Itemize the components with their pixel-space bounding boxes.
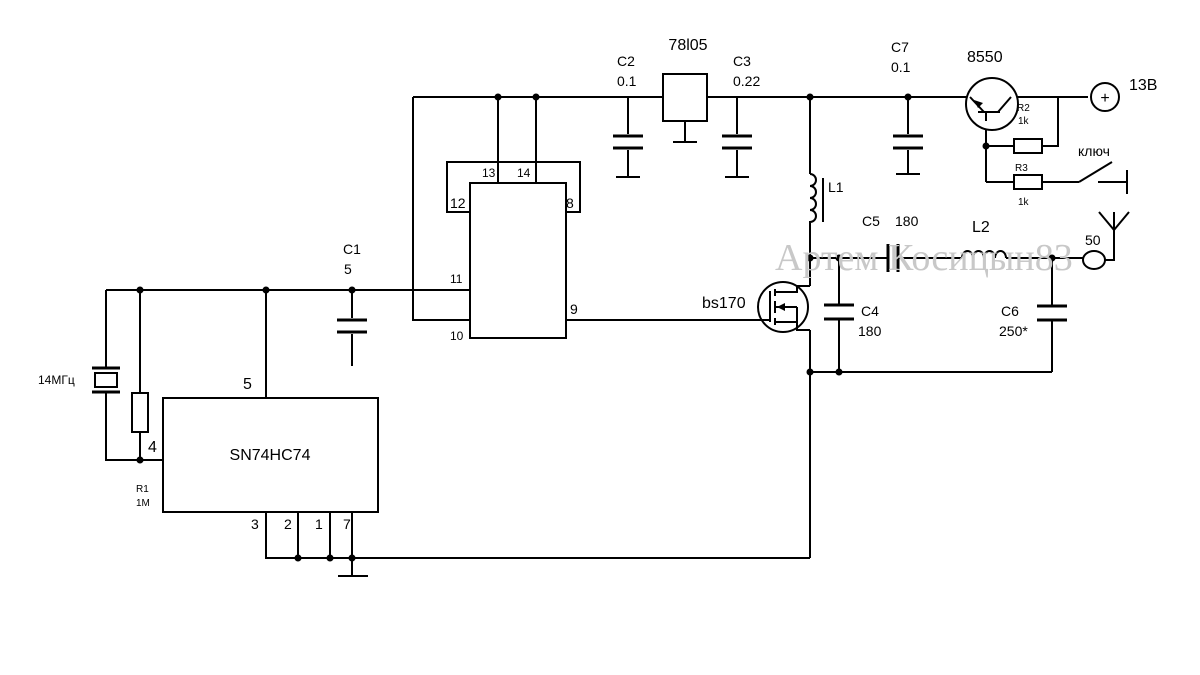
pin-12-label: 12 bbox=[450, 195, 466, 211]
flipflop-ic: SN74HC74 5 4 3 2 1 7 bbox=[148, 376, 379, 532]
junction-dots bbox=[136, 93, 1056, 562]
mosfet-bs170: bs170 bbox=[702, 281, 810, 333]
resistor-r3: R3 1k bbox=[1013, 163, 1043, 208]
pin-13-label: 13 bbox=[482, 166, 496, 180]
r2-value: 1k bbox=[1018, 116, 1030, 127]
r3-ref: R3 bbox=[1015, 163, 1028, 174]
resistor-r1: R1 1M bbox=[131, 392, 150, 509]
power-voltage: 13В bbox=[1129, 77, 1157, 94]
capacitor-c4: C4 180 bbox=[824, 303, 882, 339]
switch-label: ключ bbox=[1078, 143, 1110, 159]
power-terminal: + 13В bbox=[1090, 77, 1157, 112]
c2-value: 0.1 bbox=[617, 73, 637, 89]
power-plus-icon bbox=[1090, 82, 1120, 112]
pin-11-label: 11 bbox=[450, 272, 463, 286]
inductor-l1: L1 bbox=[809, 173, 844, 226]
counter-ic-body bbox=[469, 182, 567, 339]
r1-ref: R1 bbox=[136, 484, 149, 495]
pin-9-label: 9 bbox=[570, 301, 578, 317]
flipflop-ic-body bbox=[162, 397, 379, 513]
capacitor-c2: C2 0.1 bbox=[613, 53, 643, 178]
crystal-label: 14МГц bbox=[38, 373, 75, 387]
r3-value: 1k bbox=[1018, 197, 1030, 208]
mosfet-name: bs170 bbox=[702, 295, 746, 312]
pin-2-label: 2 bbox=[284, 516, 292, 532]
antenna-impedance: 50 bbox=[1085, 232, 1101, 248]
pin-7-label: 7 bbox=[343, 516, 351, 532]
c1-ref: C1 bbox=[343, 241, 361, 257]
capacitor-c3: C3 0.22 bbox=[722, 53, 760, 178]
counter-ic: 13 14 12 8 11 10 9 bbox=[450, 166, 578, 343]
capacitor-c6: C6 250* bbox=[999, 303, 1067, 339]
voltage-regulator: 78l05 bbox=[662, 37, 708, 143]
pin-5-label: 5 bbox=[243, 376, 252, 393]
c5-value: 180 bbox=[895, 213, 919, 229]
pin-3-label: 3 bbox=[251, 516, 259, 532]
c5-ref: C5 bbox=[862, 213, 880, 229]
r2-ref: R2 bbox=[1017, 103, 1030, 114]
c3-value: 0.22 bbox=[733, 73, 760, 89]
capacitor-c1: C1 5 bbox=[337, 241, 367, 366]
coax-connector bbox=[1082, 250, 1106, 270]
regulator-name: 78l05 bbox=[668, 37, 707, 54]
c4-ref: C4 bbox=[861, 303, 879, 319]
antenna-icon bbox=[1098, 211, 1130, 244]
c1-value: 5 bbox=[344, 261, 352, 277]
l1-ref: L1 bbox=[828, 179, 844, 195]
crystal: 14МГц bbox=[38, 366, 120, 394]
pin-1-label: 1 bbox=[315, 516, 323, 532]
switch: ключ bbox=[1078, 143, 1128, 194]
transistor-8550: 8550 bbox=[965, 49, 1019, 131]
pin-8-label: 8 bbox=[566, 195, 574, 211]
c4-value: 180 bbox=[858, 323, 882, 339]
pin-14-label: 14 bbox=[517, 166, 531, 180]
c3-ref: C3 bbox=[733, 53, 751, 69]
c2-ref: C2 bbox=[617, 53, 635, 69]
antenna-output: 50 bbox=[1082, 211, 1130, 270]
c6-ref: C6 bbox=[1001, 303, 1019, 319]
c7-ref: C7 bbox=[891, 39, 909, 55]
r1-value: 1M bbox=[136, 498, 150, 509]
capacitor-c7: C7 0.1 bbox=[891, 39, 923, 175]
resistor-r2: R2 1k bbox=[1013, 103, 1043, 154]
transistor-name: 8550 bbox=[967, 49, 1003, 66]
flipflop-ic-name: SN74HC74 bbox=[230, 447, 311, 464]
inductor-l2: L2 bbox=[961, 219, 1007, 259]
l2-ref: L2 bbox=[972, 219, 990, 236]
c6-value: 250* bbox=[999, 323, 1028, 339]
pin-4-label: 4 bbox=[148, 439, 157, 456]
capacitor-c5: C5 180 bbox=[862, 213, 919, 272]
power-symbol: + bbox=[1100, 90, 1109, 107]
wires bbox=[105, 96, 1088, 575]
watermark: Артем Косицын83 bbox=[775, 237, 1073, 279]
c7-value: 0.1 bbox=[891, 59, 911, 75]
pin-10-label: 10 bbox=[450, 329, 464, 343]
